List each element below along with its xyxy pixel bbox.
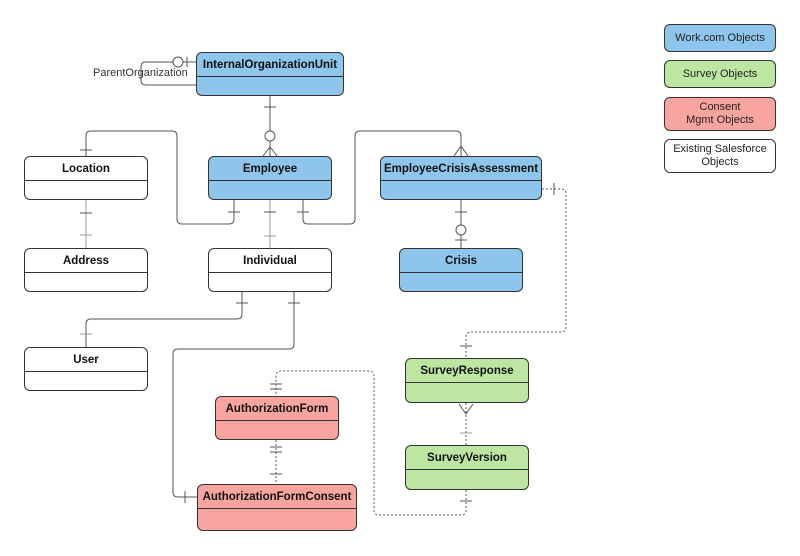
legend-workcom-objects: Work.com Objects [664, 24, 776, 52]
entity-title: User [25, 348, 147, 372]
entity-title: AuthorizationForm [216, 397, 338, 421]
entity-address[interactable]: Address [24, 248, 148, 292]
connector-individual-consent [172, 292, 295, 498]
entity-location[interactable]: Location [24, 156, 148, 200]
entity-title: Employee [209, 157, 331, 181]
entity-title: Individual [209, 249, 331, 273]
parent-organization-label: ParentOrganization [93, 67, 188, 79]
entity-employee-crisis-assessment[interactable]: EmployeeCrisisAssessment [380, 156, 542, 200]
legend-label: Existing Salesforce Objects [673, 143, 767, 168]
legend-consent-objects: Consent Mgmt Objects [664, 97, 776, 131]
legend-survey-objects: Survey Objects [664, 60, 776, 88]
entity-title: EmployeeCrisisAssessment [381, 157, 541, 181]
entity-title: SurveyVersion [406, 446, 528, 470]
connector-parent-organization [140, 61, 196, 86]
entity-title: Location [25, 157, 147, 181]
entity-employee[interactable]: Employee [208, 156, 332, 200]
entity-title: InternalOrganizationUnit [197, 53, 343, 77]
connector-individual-user [85, 292, 243, 347]
entity-crisis[interactable]: Crisis [399, 248, 523, 292]
entity-title: SurveyResponse [406, 359, 528, 383]
legend-label: Survey Objects [682, 67, 758, 80]
legend-label: Consent Mgmt Objects [686, 101, 754, 126]
legend-label: Work.com Objects [675, 31, 765, 44]
entity-authorization-form[interactable]: AuthorizationForm [215, 396, 339, 440]
entity-survey-response[interactable]: SurveyResponse [405, 358, 529, 403]
entity-title: Crisis [400, 249, 522, 273]
connector-version-form [275, 370, 467, 516]
entity-individual[interactable]: Individual [208, 248, 332, 292]
entity-title: Address [25, 249, 147, 273]
legend-existing-objects: Existing Salesforce Objects [664, 139, 776, 173]
entity-authorization-form-consent[interactable]: AuthorizationFormConsent [197, 484, 357, 531]
entity-internal-organization-unit[interactable]: InternalOrganizationUnit [196, 52, 344, 96]
entity-user[interactable]: User [24, 347, 148, 391]
entity-survey-version[interactable]: SurveyVersion [405, 445, 529, 490]
connector-location-employee [85, 130, 235, 225]
connector-employee-assessment [302, 130, 462, 225]
entity-title: AuthorizationFormConsent [198, 485, 356, 509]
connector-zero-marker [172, 56, 184, 68]
